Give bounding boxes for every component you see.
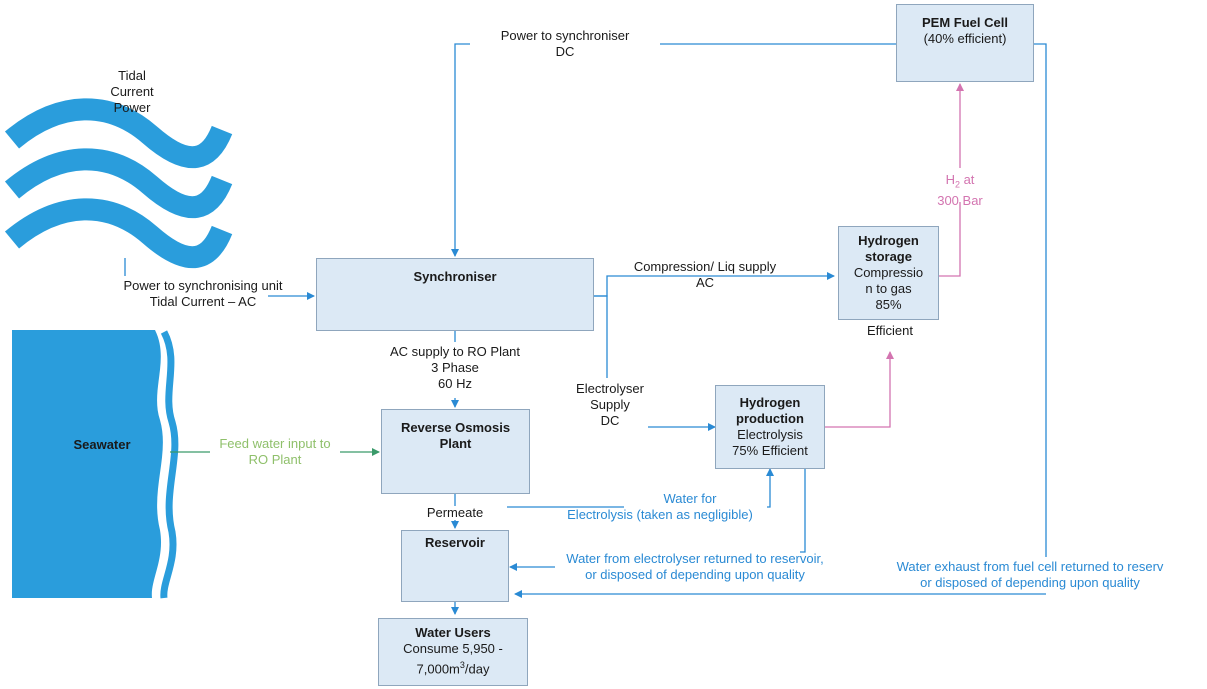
hydrogen-storage-efficient: Efficient (866, 323, 913, 338)
permeate-label: Permeate (426, 505, 484, 520)
reverse-osmosis-title-1: Reverse Osmosis (400, 420, 511, 435)
pem-fuel-cell-box: PEM Fuel Cell (40% efficient) (896, 4, 1034, 82)
water-users-unit: /day (464, 661, 490, 677)
tidal-label-line2: Current (110, 84, 154, 99)
water-from-electrolyser-line1: Water from electrolyser returned to rese… (566, 551, 824, 566)
hydrogen-production-line2: 75% Efficient (732, 443, 808, 458)
water-to-electrolyser-arrow (507, 469, 770, 508)
pem-fuel-cell-title: PEM Fuel Cell (922, 15, 1008, 30)
power-to-sync-dc-line1: Power to synchroniser (500, 28, 630, 43)
hydrogen-storage-title-2: storage (865, 249, 912, 264)
electrolyser-supply-line2: Supply (590, 397, 630, 412)
hydrogen-storage-line1: Compressio (853, 265, 924, 280)
water-exhaust-line1: Water exhaust from fuel cell returned to… (896, 559, 1164, 574)
water-for-electrolysis-line1: Water for (663, 491, 717, 506)
power-to-synchroniser-dc-label: Power to synchroniser DC (470, 28, 660, 60)
tidal-current-power-label: Tidal Current Power (92, 68, 172, 116)
h2-symbol: H (945, 172, 955, 187)
fuel-cell-dc-arrow (451, 43, 896, 257)
power-to-sync-unit-line2: Tidal Current – AC (149, 294, 257, 309)
ac-supply-ro-label: AC supply to RO Plant 3 Phase 60 Hz (370, 344, 540, 392)
h2-production-to-storage-arrow (825, 351, 894, 428)
water-users-line2: 7,000m3/day (417, 657, 490, 677)
hydrogen-production-box: Hydrogen production Electrolysis 75% Eff… (715, 385, 825, 469)
reservoir-title: Reservoir (425, 535, 485, 550)
water-for-electrolysis-label: Water for Electrolysis (taken as negligi… (545, 491, 775, 523)
compression-supply-label: Compression/ Liq supply AC (615, 259, 795, 291)
hydrogen-storage-line3: 85% (875, 297, 902, 312)
water-for-electrolysis-line2: Electrolysis (taken as negligible) (567, 507, 753, 522)
seawater-icon (12, 330, 179, 599)
feed-water-line2: RO Plant (248, 452, 302, 467)
hydrogen-flows (825, 83, 964, 428)
water-users-box: Water Users Consume 5,950 - 7,000m3/day (378, 618, 528, 686)
synchroniser-title: Synchroniser (413, 269, 497, 284)
compression-supply-line1: Compression/ Liq supply (633, 259, 777, 274)
hydrogen-storage-box: Hydrogen storage Compressio n to gas 85% (838, 226, 939, 320)
feed-water-label: Feed water input to RO Plant (205, 436, 345, 468)
seawater-label: Seawater (73, 437, 131, 452)
electrolyser-supply-line3: DC (600, 413, 620, 428)
power-to-sync-unit-line1: Power to synchronising unit (123, 278, 283, 293)
power-to-synchronising-unit-label: Power to synchronising unit Tidal Curren… (100, 278, 306, 310)
electrolyser-supply-arrow (594, 295, 715, 427)
water-exhaust-line2: or disposed of depending upon quality (920, 575, 1140, 590)
fuel-cell-exhaust-line (1034, 43, 1047, 557)
electrolyser-supply-line1: Electrolyser (576, 381, 644, 396)
water-users-unit-sup: 3 (459, 660, 465, 670)
ac-supply-ro-line3: 60 Hz (438, 376, 472, 391)
hydrogen-production-title-1: Hydrogen (739, 395, 801, 410)
ac-supply-ro-line2: 3 Phase (431, 360, 479, 375)
tidal-label-line3: Power (113, 100, 151, 115)
water-from-electrolyser-line2: or disposed of depending upon quality (585, 567, 805, 582)
synchroniser-box: Synchroniser (316, 258, 594, 331)
h2-at-text: at (959, 172, 975, 187)
power-flows (124, 43, 1047, 615)
hydrogen-production-title-2: production (736, 411, 804, 426)
pem-fuel-cell-efficiency: (40% efficient) (923, 31, 1007, 46)
h2-subscript: 2 (954, 179, 960, 190)
power-to-sync-dc-line2: DC (555, 44, 575, 59)
ac-supply-ro-line1: AC supply to RO Plant (389, 344, 521, 359)
h2-pressure: 300 Bar (937, 192, 983, 208)
hydrogen-production-line1: Electrolysis (737, 427, 803, 442)
reservoir-box: Reservoir (401, 530, 509, 602)
feed-water-line1: Feed water input to (219, 436, 331, 451)
water-exhaust-label: Water exhaust from fuel cell returned to… (880, 559, 1180, 591)
electrolyser-supply-label: Electrolyser Supply DC (560, 381, 660, 429)
h2-storage-to-fuel-cell-line (939, 202, 961, 277)
electrolyser-return-line (800, 469, 806, 553)
tidal-label-line1: Tidal (118, 68, 146, 83)
h2-300-bar-label: H2 at 300 Bar (925, 172, 995, 209)
h2-at-line: H2 at (925, 172, 995, 193)
hydrogen-storage-line2: n to gas (865, 281, 912, 296)
water-users-amount: 7,000m (416, 661, 460, 677)
reverse-osmosis-box: Reverse Osmosis Plant (381, 409, 530, 494)
water-users-line1: Consume 5,950 - (403, 641, 503, 656)
compression-supply-line2: AC (695, 275, 715, 290)
hydrogen-storage-title-1: Hydrogen (858, 233, 919, 248)
reverse-osmosis-title-2: Plant (439, 436, 472, 451)
water-from-electrolyser-label: Water from electrolyser returned to rese… (550, 551, 840, 583)
tidal-waves-icon (4, 98, 233, 269)
water-users-title: Water Users (415, 625, 491, 640)
